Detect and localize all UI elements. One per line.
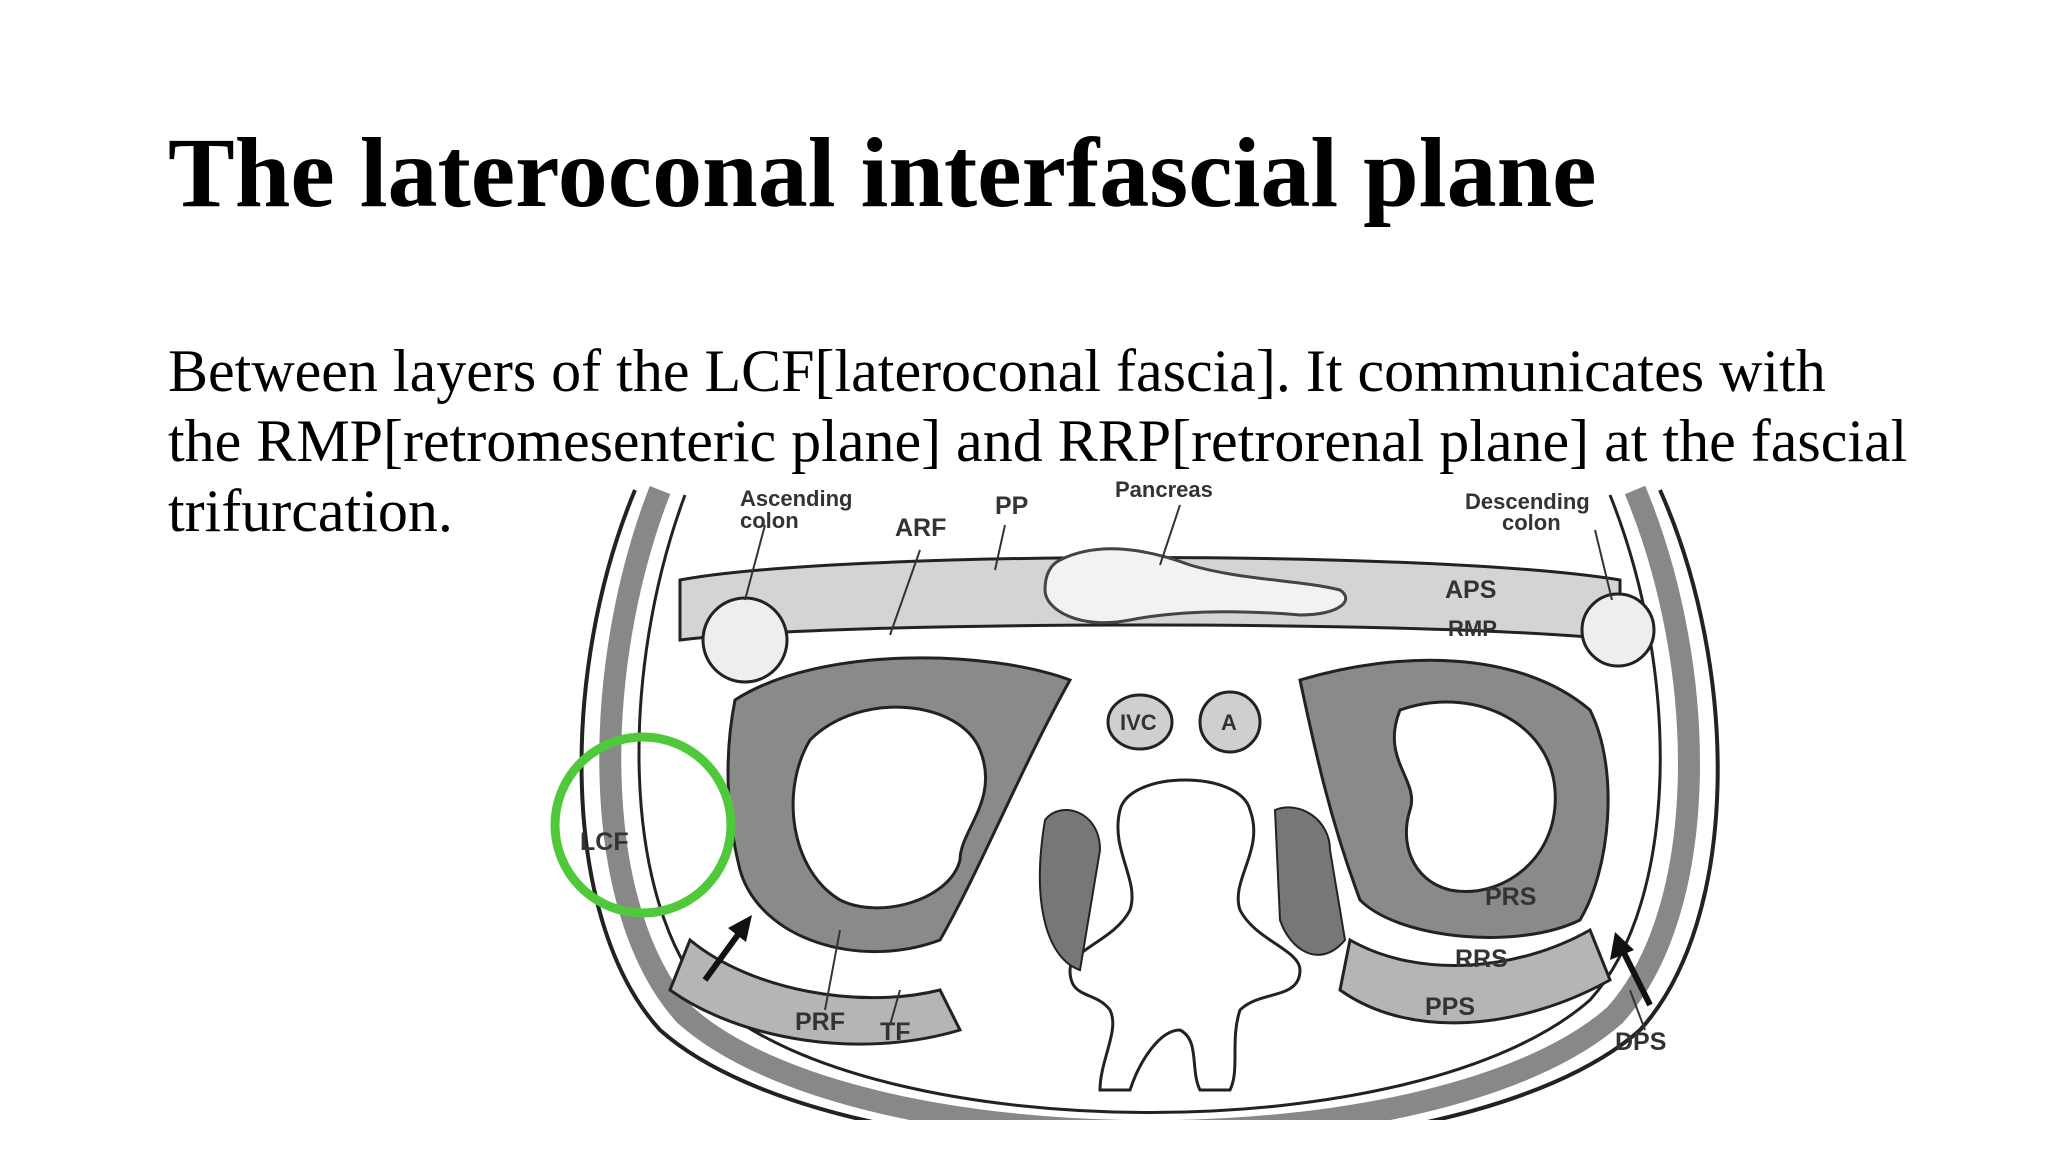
label-rrs: RRS bbox=[1455, 945, 1508, 973]
label-aorta: A bbox=[1221, 710, 1237, 735]
left-psoas bbox=[1275, 807, 1345, 954]
label-ivc: IVC bbox=[1120, 710, 1157, 735]
label-dps: DPS bbox=[1615, 1028, 1666, 1056]
body-line: the RMP[retromesenteric plane] and RRP[r… bbox=[168, 406, 2028, 476]
ascending-colon bbox=[703, 598, 787, 682]
label-prs: PRS bbox=[1485, 883, 1536, 911]
vertebra bbox=[1070, 780, 1300, 1090]
label-aps: APS bbox=[1445, 576, 1496, 604]
cross-section-diagram: Ascending colon ARF PP Pancreas Descendi… bbox=[540, 470, 1760, 1120]
body-line: Between layers of the LCF[lateroconal fa… bbox=[168, 336, 2028, 406]
label-lcf: LCF bbox=[580, 828, 629, 856]
label-descending-colon: colon bbox=[1502, 510, 1561, 535]
slide-title: The lateroconal interfascial plane bbox=[168, 118, 1597, 228]
label-pps: PPS bbox=[1425, 993, 1475, 1021]
label-pancreas: Pancreas bbox=[1115, 477, 1213, 502]
label-tf: TF bbox=[880, 1018, 911, 1046]
label-rmp: RMP bbox=[1448, 616, 1497, 641]
retroperitoneum-cross-section-figure: Ascending colon ARF PP Pancreas Descendi… bbox=[540, 470, 1760, 1120]
label-arf: ARF bbox=[895, 514, 946, 542]
descending-colon bbox=[1582, 594, 1654, 666]
label-prf: PRF bbox=[795, 1008, 845, 1036]
label-ascending-colon: colon bbox=[740, 508, 799, 533]
label-pp: PP bbox=[995, 492, 1028, 520]
